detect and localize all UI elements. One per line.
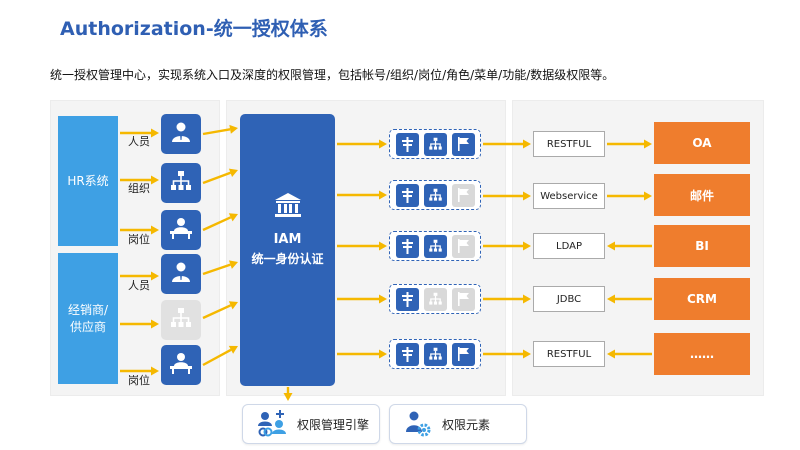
system-box: BI: [654, 225, 750, 267]
desk-person-icon: [168, 216, 194, 244]
system-box: 邮件: [654, 174, 750, 216]
permission-group: [389, 284, 481, 314]
arrow-connector: [283, 387, 293, 401]
protocol-box: Webservice: [533, 183, 605, 209]
arrow-connector: [120, 225, 159, 235]
arrow-connector: [337, 349, 387, 359]
source-hr-system: HR系统: [58, 116, 118, 246]
protocol-box: JDBC: [533, 286, 605, 312]
role-label-post: 岗位: [128, 374, 150, 387]
org-chart-icon: [423, 132, 447, 156]
person-icon: [169, 120, 193, 148]
page-title: Authorization-统一授权体系: [60, 18, 328, 40]
bank-building-icon: [240, 192, 335, 222]
key-icon: [395, 342, 419, 366]
arrow-connector: [202, 301, 238, 320]
role-org-box: [161, 163, 201, 203]
arrow-connector: [337, 241, 387, 251]
iam-subtitle: 统一身份认证: [251, 252, 324, 266]
arrow-connector: [202, 260, 238, 276]
permission-group: [389, 129, 481, 159]
permission-engine-box: 权限管理引擎: [242, 404, 380, 444]
arrow-connector: [120, 271, 159, 281]
org-chart-icon: [423, 234, 447, 258]
person-icon: [169, 260, 193, 288]
flag-icon: [451, 234, 475, 258]
arrow-connector: [202, 213, 238, 232]
arrow-connector: [607, 191, 652, 201]
arrow-connector: [483, 294, 531, 304]
arrow-connector: [120, 366, 159, 376]
arrow-connector: [607, 241, 652, 251]
page-subtitle: 统一授权管理中心，实现系统入口及深度的权限管理，包括帐号/组织/岗位/角色/菜单…: [50, 68, 615, 82]
arrow-connector: [607, 349, 652, 359]
arrow-connector: [483, 191, 531, 201]
arrow-connector: [202, 168, 238, 185]
permission-elements-label: 权限元素: [442, 417, 491, 432]
key-icon: [395, 183, 419, 207]
iam-block: IAM 统一身份认证: [240, 114, 335, 386]
role-org-box-inactive: [161, 300, 201, 340]
source-label: HR系统: [67, 173, 109, 188]
arrow-connector: [120, 319, 159, 329]
org-chart-icon: [423, 342, 447, 366]
arrow-connector: [120, 175, 159, 185]
arrow-connector: [337, 294, 387, 304]
flag-icon: [451, 287, 475, 311]
protocol-box: LDAP: [533, 233, 605, 259]
role-label-post: 岗位: [128, 233, 150, 246]
permission-group: [389, 339, 481, 369]
arrow-connector: [337, 190, 387, 200]
flag-icon: [451, 183, 475, 207]
role-post-box: [161, 210, 201, 250]
source-dealer-supplier: 经销商/供应商: [58, 253, 118, 384]
org-chart-icon: [169, 169, 193, 197]
arrow-connector: [202, 124, 238, 136]
key-icon: [395, 287, 419, 311]
key-icon: [395, 132, 419, 156]
person-gear-icon: [404, 410, 432, 438]
source-label: 经销商/供应商: [67, 302, 109, 334]
iam-title: IAM: [273, 232, 302, 247]
flag-icon: [451, 342, 475, 366]
role-label-person: 人员: [128, 279, 150, 292]
system-box: ……: [654, 333, 750, 375]
arrow-connector: [483, 349, 531, 359]
system-box: CRM: [654, 278, 750, 320]
role-label-org: 组织: [128, 182, 150, 195]
arrow-connector: [483, 139, 531, 149]
system-box: OA: [654, 122, 750, 164]
protocol-box: RESTFUL: [533, 341, 605, 367]
role-post-box: [161, 345, 201, 385]
org-chart-icon: [423, 287, 447, 311]
role-person-box: [161, 254, 201, 294]
permission-group: [389, 180, 481, 210]
permission-group: [389, 231, 481, 261]
key-icon: [395, 234, 419, 258]
permission-engine-label: 权限管理引擎: [297, 417, 370, 432]
arrow-connector: [607, 139, 652, 149]
desk-person-icon: [168, 351, 194, 379]
org-chart-icon: [423, 183, 447, 207]
arrow-connector: [337, 139, 387, 149]
permission-elements-box: 权限元素: [389, 404, 527, 444]
flag-icon: [451, 132, 475, 156]
role-person-box: [161, 114, 201, 154]
users-link-icon: [257, 410, 287, 438]
org-chart-icon: [169, 306, 193, 334]
arrow-connector: [202, 345, 238, 367]
role-label-person: 人员: [128, 135, 150, 148]
protocol-box: RESTFUL: [533, 131, 605, 157]
arrow-connector: [120, 128, 159, 138]
arrow-connector: [483, 241, 531, 251]
arrow-connector: [607, 294, 652, 304]
